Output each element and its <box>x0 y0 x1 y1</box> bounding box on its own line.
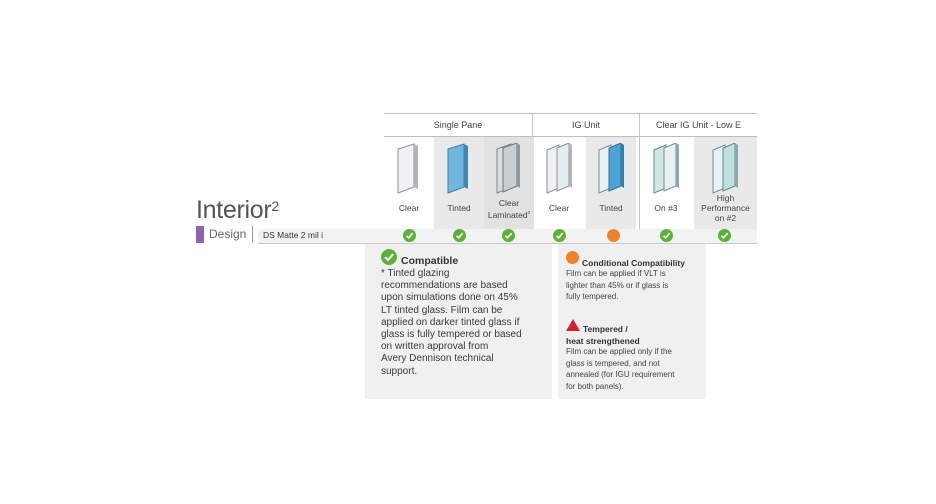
conditional-legend-title: Conditional Compatibility <box>582 258 685 268</box>
product-name: DS Matte 2 mil i <box>263 230 323 240</box>
compatible-legend-icon <box>381 249 397 265</box>
column-ig-tinted <box>586 137 636 229</box>
single-pane-laminated-glass-icon <box>496 143 520 194</box>
row-bottom-line <box>258 243 757 244</box>
column-label: High Performance on #2 <box>701 193 750 223</box>
tempered-warning-icon <box>566 319 580 331</box>
column-single-clear <box>384 137 434 229</box>
column-label: Tinted <box>599 203 623 213</box>
column-single-tinted <box>434 137 484 229</box>
compatible-icon <box>553 229 566 242</box>
ig-unit-tinted-glass-icon <box>598 143 624 194</box>
tempered-legend-text: Film can be applied only if the glass is… <box>566 347 675 391</box>
single-pane-clear-glass-icon <box>397 143 418 194</box>
compatible-legend-text: * Tinted glazing recommendations are bas… <box>381 268 522 377</box>
ig-unit-clear-glass-icon <box>546 143 572 194</box>
group-divider <box>639 114 640 243</box>
column-ig-clear <box>534 137 584 229</box>
column-low-e-high-performance <box>694 137 757 229</box>
compatible-icon <box>718 229 731 242</box>
single-pane-tinted-glass-icon <box>447 143 468 194</box>
header-bottom-line <box>384 136 757 137</box>
conditional-legend-text: Film can be applied if VLT is lighter th… <box>566 269 669 301</box>
conditional-legend-icon <box>566 251 579 264</box>
column-label: Clear <box>398 203 420 213</box>
column-label: Clear <box>548 203 570 213</box>
group-clear-ig-low-e: Clear IG Unit - Low E <box>655 120 742 130</box>
compatible-legend-title: Compatible <box>401 255 459 267</box>
compatible-icon <box>453 229 466 242</box>
compatible-icon <box>403 229 416 242</box>
compatible-icon <box>660 229 673 242</box>
column-single-laminated <box>484 137 534 229</box>
column-label: Clear Laminated3 <box>487 198 531 220</box>
group-ig-unit: IG Unit <box>571 120 600 130</box>
category-divider <box>252 226 253 243</box>
conditional-icon <box>607 229 620 242</box>
column-label: On #3 <box>654 203 678 213</box>
row-category-label: Design <box>209 227 247 241</box>
low-e-on3-glass-icon <box>653 143 679 194</box>
column-low-e-on3 <box>641 137 691 229</box>
group-single-pane: Single Pane <box>433 120 483 130</box>
column-label: Tinted <box>447 203 471 213</box>
legend-conditional-panel: Conditional Compatibility Film can be ap… <box>558 244 706 399</box>
legend-compatible-panel: Compatible * Tinted glazing recommendati… <box>365 244 552 399</box>
category-accent-bar <box>196 226 204 243</box>
tempered-legend-title: Tempered / <box>583 324 628 334</box>
compatible-icon <box>502 229 515 242</box>
low-e-high-performance-glass-icon <box>712 143 738 194</box>
tempered-legend-title-2: heat strengthened <box>566 336 640 346</box>
page-title: Interior2 <box>196 196 279 224</box>
header-top-line <box>384 113 757 114</box>
